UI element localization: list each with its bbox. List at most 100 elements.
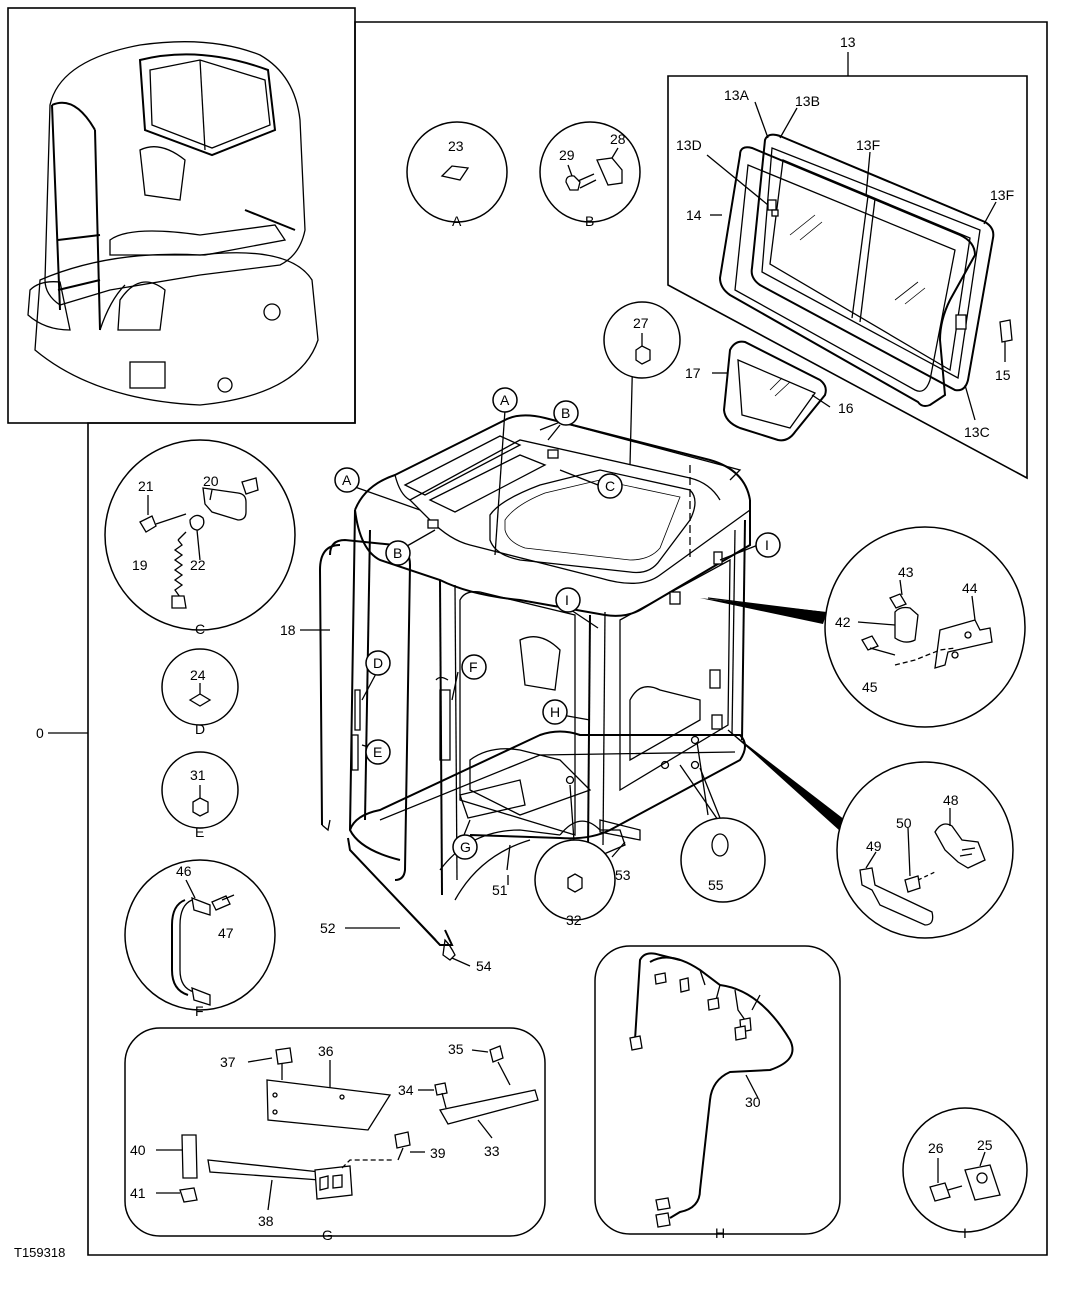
callout-label-E: E [195, 824, 204, 840]
part-55: 55 [708, 877, 724, 893]
marker-B-2: B [385, 540, 411, 566]
svg-text:D: D [373, 655, 383, 671]
callout-label-D: D [195, 721, 205, 737]
part-17: 17 [685, 365, 701, 381]
callout-F [124, 859, 276, 1011]
part-19: 19 [132, 557, 148, 573]
marker-A-1: A [492, 387, 518, 413]
glass-group-box [667, 75, 1028, 480]
svg-text:G: G [460, 839, 471, 855]
part-51: 51 [492, 882, 508, 898]
part-24: 24 [190, 667, 206, 683]
callout-label-B: B [585, 213, 594, 229]
part-35: 35 [448, 1041, 464, 1057]
figure-code: T159318 [14, 1245, 65, 1260]
part-45: 45 [862, 679, 878, 695]
callout-I-right-upper [824, 526, 1026, 728]
part-43: 43 [898, 564, 914, 580]
part-36: 36 [318, 1043, 334, 1059]
marker-G: G [452, 834, 478, 860]
part-13F-a: 13F [856, 137, 880, 153]
part-34: 34 [398, 1082, 414, 1098]
part-48: 48 [943, 792, 959, 808]
part-13D: 13D [676, 137, 702, 153]
part-26: 26 [928, 1140, 944, 1156]
part-46: 46 [176, 863, 192, 879]
callout-label-H: H [715, 1225, 725, 1241]
callout-H [594, 945, 841, 1235]
callout-G [124, 1027, 546, 1237]
svg-text:I: I [765, 537, 769, 553]
part-0: 0 [36, 725, 44, 741]
marker-C-1: C [597, 473, 623, 499]
part-22: 22 [190, 557, 206, 573]
marker-B-1: B [553, 400, 579, 426]
part-32: 32 [566, 912, 582, 928]
part-52: 52 [320, 920, 336, 936]
svg-text:B: B [561, 405, 570, 421]
wedge-I-upper [700, 598, 827, 624]
marker-I-2: I [555, 587, 581, 613]
part-13A: 13A [724, 87, 750, 103]
part-44: 44 [962, 580, 978, 596]
part-33: 33 [484, 1143, 500, 1159]
part-25: 25 [977, 1137, 993, 1153]
part-13: 13 [840, 34, 856, 50]
part-16: 16 [838, 400, 854, 416]
part-13B: 13B [795, 93, 820, 109]
svg-text:B: B [393, 545, 402, 561]
callout-label-G: G [322, 1227, 333, 1243]
part-42: 42 [835, 614, 851, 630]
overview-machine-sketch [27, 41, 319, 406]
svg-text:A: A [342, 472, 352, 488]
callout-B [539, 121, 641, 223]
part-50: 50 [896, 815, 912, 831]
callout-C [104, 439, 296, 631]
part-37: 37 [220, 1054, 236, 1070]
wedge-I-lower [728, 730, 858, 840]
part-30: 30 [745, 1094, 761, 1110]
part-23: 23 [448, 138, 464, 154]
glass-leaders [706, 101, 1006, 421]
part-53: 53 [615, 867, 631, 883]
part-40: 40 [130, 1142, 146, 1158]
marker-A-2: A [334, 467, 360, 493]
part-41: 41 [130, 1185, 146, 1201]
part-38: 38 [258, 1213, 274, 1229]
svg-text:I: I [565, 592, 569, 608]
part-13F-b: 13F [990, 187, 1014, 203]
glass-assembly-13 [718, 133, 1013, 442]
part-54: 54 [476, 958, 492, 974]
svg-text:E: E [373, 744, 382, 760]
callout-label-A: A [452, 213, 462, 229]
part-49: 49 [866, 838, 882, 854]
part-18: 18 [280, 622, 296, 638]
part-27: 27 [633, 315, 649, 331]
overview-frame [7, 7, 356, 424]
marker-D: D [365, 650, 391, 676]
callout-label-F: F [195, 1003, 204, 1019]
part-14: 14 [686, 207, 702, 223]
marker-I-1: I [755, 532, 781, 558]
part-21: 21 [138, 478, 154, 494]
part-39: 39 [430, 1145, 446, 1161]
marker-E: E [365, 739, 391, 765]
svg-text:F: F [469, 659, 478, 675]
callout-55 [680, 817, 766, 903]
part-47: 47 [218, 925, 234, 941]
part-28: 28 [610, 131, 626, 147]
part-31: 31 [190, 767, 206, 783]
callout-label-C: C [195, 621, 205, 637]
svg-text:C: C [605, 478, 615, 494]
marker-H: H [542, 699, 568, 725]
svg-text:A: A [500, 392, 510, 408]
marker-F: F [461, 654, 487, 680]
part-29: 29 [559, 147, 575, 163]
part-15: 15 [995, 367, 1011, 383]
part-13C: 13C [964, 424, 990, 440]
cab-frame-sketch [319, 414, 751, 961]
svg-text:H: H [550, 704, 560, 720]
callout-label-I: I [963, 1225, 967, 1241]
part-20: 20 [203, 473, 219, 489]
